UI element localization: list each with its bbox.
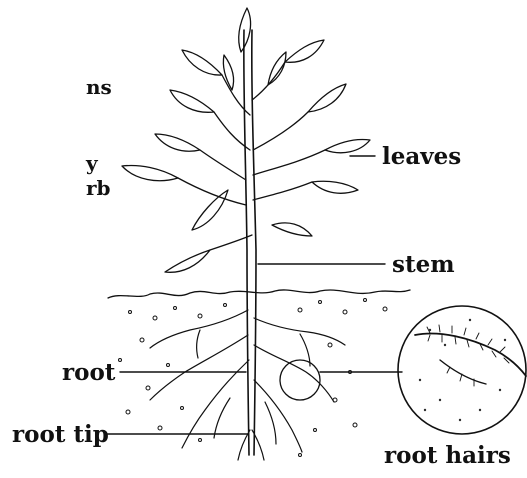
label-root: root [62, 361, 115, 384]
magnified-root-hairs [398, 306, 526, 434]
label-root-hairs: root hairs [384, 444, 511, 467]
edge-text-2: y [86, 153, 98, 173]
edge-text-1: ns [86, 77, 112, 97]
edge-text-3: rb [86, 178, 111, 198]
soil-surface [108, 290, 410, 298]
soil-speckles [119, 299, 388, 457]
label-root-tip: root tip [12, 423, 109, 446]
root-hair-highlight [280, 360, 320, 400]
label-leaves: leaves [382, 145, 461, 168]
main-stem [244, 30, 249, 455]
label-stem: stem [392, 253, 455, 276]
magnified-speckles [419, 319, 506, 421]
